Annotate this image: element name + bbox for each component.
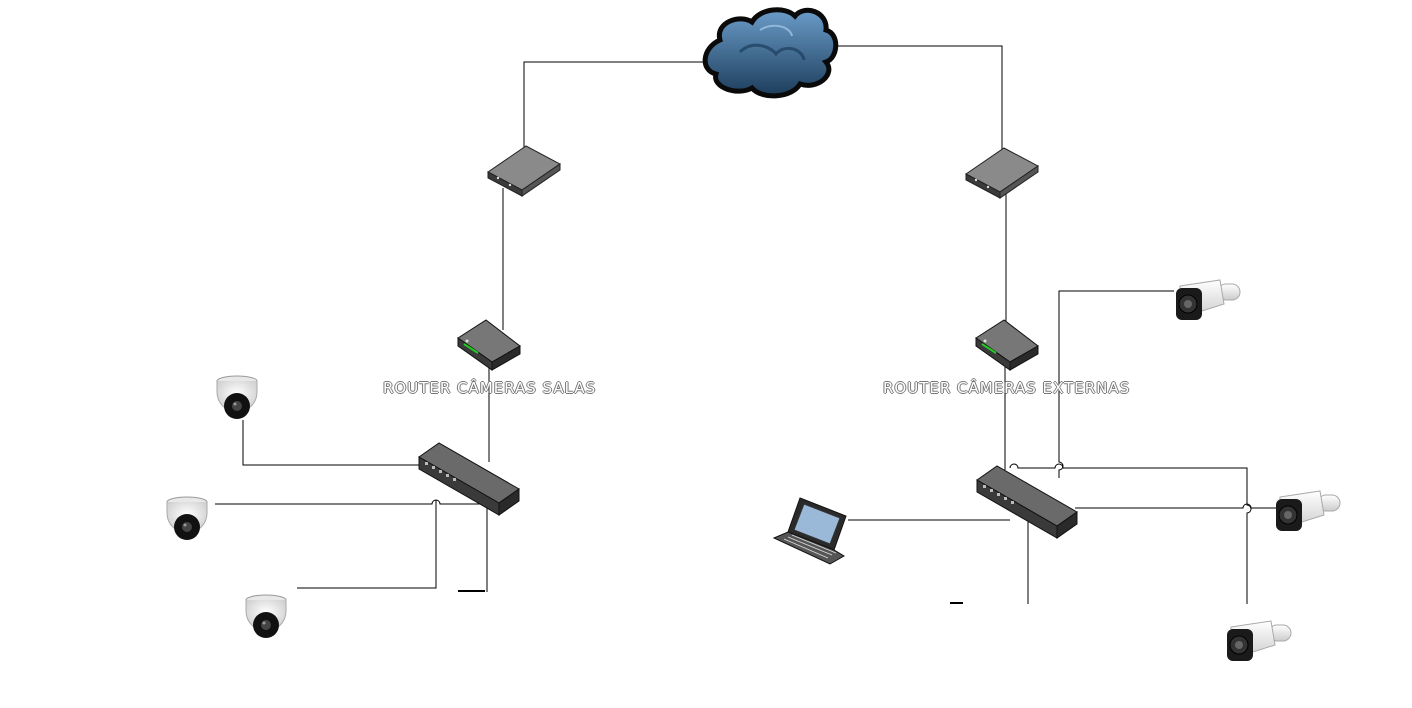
link-switch-dome-1 [242, 420, 430, 466]
cloud-icon [702, 7, 839, 99]
dome-camera-icon [245, 594, 287, 638]
router-icon [457, 319, 521, 371]
link-switch-dome-3 [297, 500, 437, 589]
router-icon [975, 319, 1039, 371]
modem-icon [487, 145, 561, 197]
link-switch-bullet-2 [1009, 463, 1252, 604]
bullet-camera-icon [1276, 490, 1341, 531]
link-cloud-modem-right [830, 45, 1003, 150]
link-switch-bullet-1 [1058, 290, 1174, 478]
bullet-camera-icon [1227, 620, 1292, 661]
dome-camera-icon [166, 496, 208, 540]
switch-icon [418, 442, 520, 516]
bullet-camera-icon [1176, 279, 1241, 320]
link-cloud-modem-left [523, 61, 708, 150]
link-switch-bullet-3 [1075, 503, 1278, 509]
switch-icon [976, 465, 1078, 539]
router-label-left: ROUTER CÂMERAS SALAS [383, 379, 597, 397]
router-label-right: ROUTER CÂMERAS EXTERNAS [883, 379, 1131, 397]
laptop-icon [772, 497, 847, 565]
dome-camera-icon [216, 375, 258, 419]
link-switch-dome-2 [215, 499, 480, 505]
modem-icon [965, 147, 1039, 199]
connection-lines [215, 45, 1278, 604]
